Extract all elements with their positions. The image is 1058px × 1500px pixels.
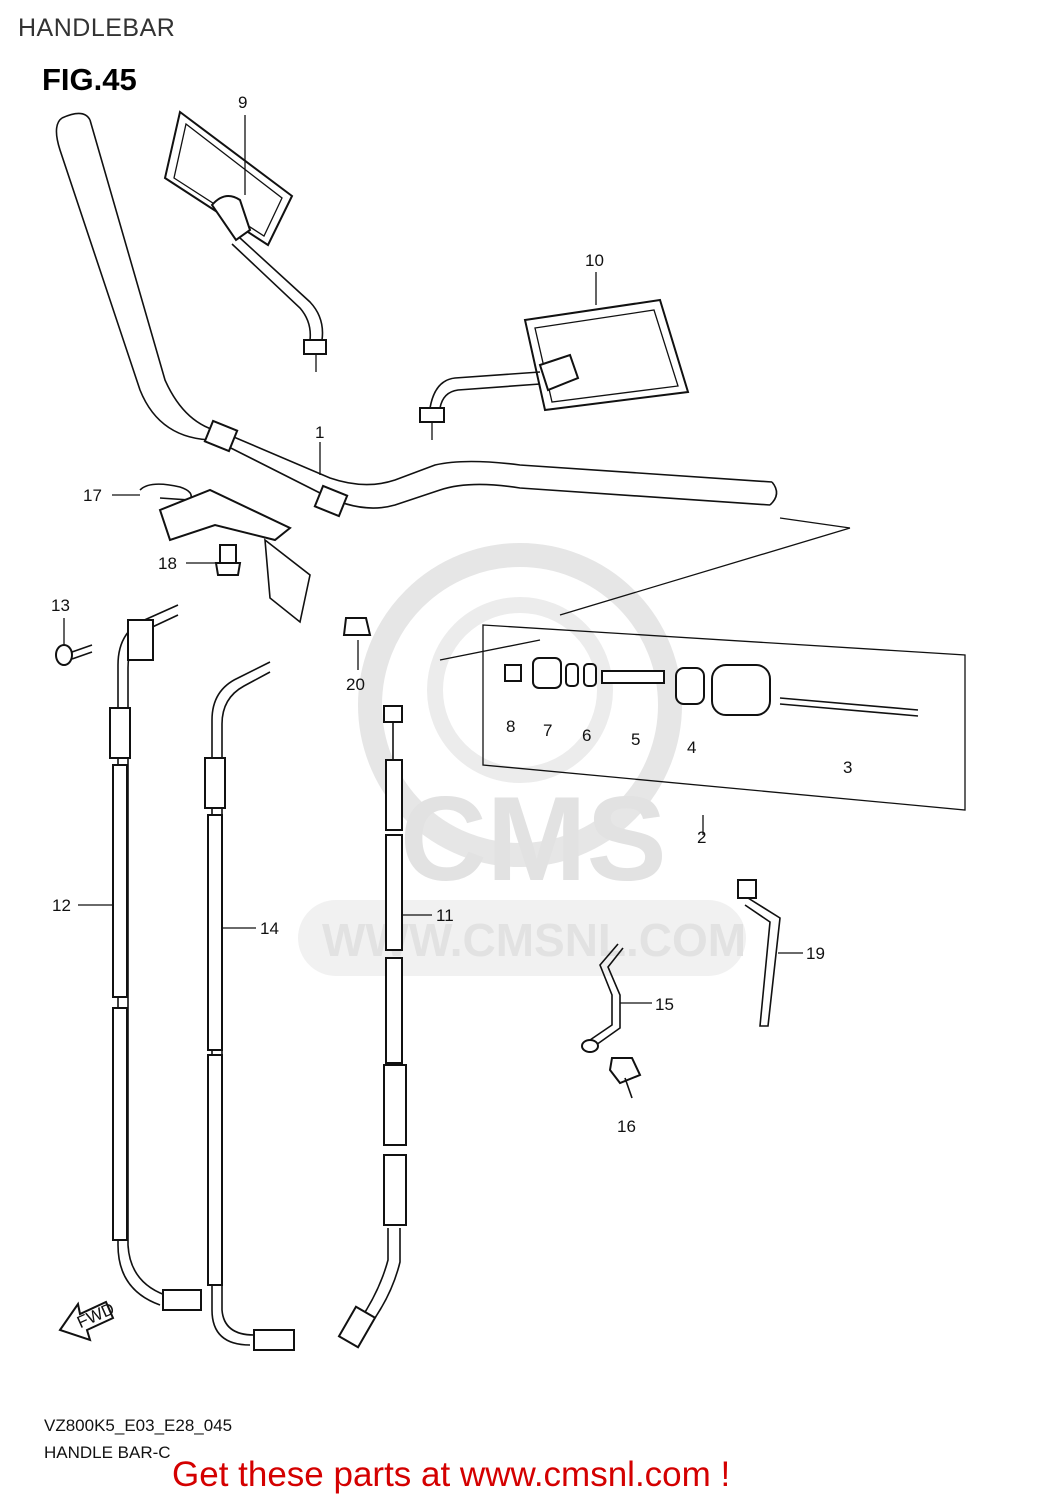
page-title: HANDLEBAR	[18, 14, 176, 42]
callout-18: 18	[158, 554, 177, 573]
balancer-assembly-part-2	[439, 517, 966, 835]
callout-4: 4	[687, 738, 696, 757]
diagram-name: HANDLE BAR-C	[44, 1443, 171, 1462]
cable-stop-part-20	[342, 617, 372, 670]
screw-part-13	[55, 618, 93, 666]
cable-part-12	[78, 604, 202, 1311]
callout-3: 3	[843, 758, 852, 777]
callout-7: 7	[543, 721, 552, 740]
callout-12: 12	[52, 896, 71, 915]
bolt-part-16	[608, 1057, 642, 1099]
callout-20: 20	[346, 675, 365, 694]
callout-17: 17	[83, 486, 102, 505]
cable-part-11	[337, 705, 432, 1349]
watermark-logo-inner	[427, 597, 613, 783]
callout-19: 19	[806, 944, 825, 963]
callout-13: 13	[51, 596, 70, 615]
fwd-arrow-label: FWD	[74, 1299, 117, 1332]
footer-link[interactable]: Get these parts at www.cmsnl.com !	[172, 1455, 731, 1494]
watermark-banner	[298, 900, 746, 976]
figure-label: FIG.45	[42, 62, 137, 97]
callout-14: 14	[260, 919, 279, 938]
bracket-part-15	[581, 943, 652, 1053]
watermark-logo-ring	[358, 543, 682, 867]
cable-part-14	[204, 661, 295, 1351]
handlebar-part-1	[55, 112, 778, 518]
callout-6: 6	[582, 726, 591, 745]
watermark-logo-text: CMS	[400, 772, 667, 906]
callout-1: 1	[315, 423, 324, 442]
fwd-arrow: FWD	[58, 1299, 117, 1342]
callout-10: 10	[585, 251, 604, 270]
callout-9: 9	[238, 93, 247, 112]
callout-5: 5	[631, 730, 640, 749]
cable-tie-part-19	[737, 879, 803, 1027]
callout-8: 8	[506, 717, 515, 736]
callout-16: 16	[617, 1117, 636, 1136]
callout-2: 2	[697, 828, 706, 847]
clamp-part-17	[112, 483, 311, 624]
mirror-part-10	[419, 272, 690, 440]
diagram-code: VZ800K5_E03_E28_045	[44, 1416, 233, 1435]
mirror-part-9	[163, 110, 327, 372]
callout-11: 11	[436, 906, 454, 925]
bolt-part-18	[186, 544, 242, 576]
callout-15: 15	[655, 995, 674, 1014]
